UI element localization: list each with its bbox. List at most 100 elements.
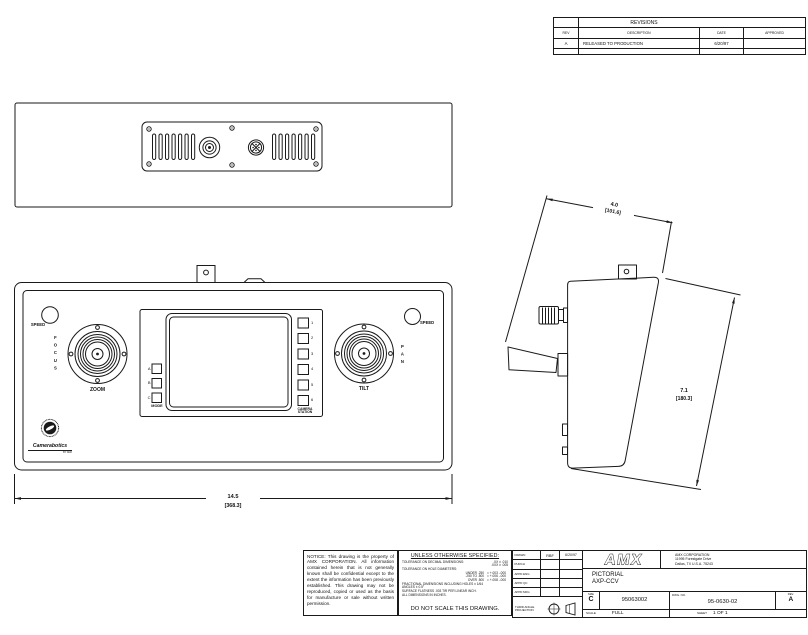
revision-date: 6/20/97 — [700, 38, 744, 48]
revisions-col-approved: APPROVED — [765, 30, 784, 35]
revisions-col-description: DESCRIPTION — [579, 28, 700, 38]
revision-approved — [744, 39, 805, 48]
revisions-empty-row — [554, 48, 805, 54]
vent-slots-right — [272, 133, 316, 160]
approval-row-appd-eng: APPD ENG — [513, 569, 582, 579]
rev-value: A — [788, 596, 794, 603]
tolerance-line: FRACTIONAL DIMENSIONS INCLUDING HOLES ± … — [402, 581, 483, 586]
dwg-number-cell: DWG. NO. 95-0630-02 — [670, 592, 776, 610]
speed-left-label: SPEED — [30, 321, 46, 327]
rear-view — [14, 102, 453, 208]
station-button-1-label: 1 — [311, 319, 314, 325]
revisions-title-row: REVISIONS — [554, 18, 805, 28]
scale-value: FULL — [611, 610, 624, 616]
drawing-title-cell: PICTORIAL AXP-CCV — [583, 569, 806, 592]
camerabotics-logo-subtext: BY AMX — [63, 450, 72, 454]
station-button-3-label: 3 — [311, 350, 314, 356]
revision-description: RELEASED TO PRODUCTION — [579, 38, 700, 48]
tolerance-line: TOLERANCE ON HOLE DIAMETERS: — [402, 566, 458, 571]
revisions-header-row: REV DESCRIPTION DATE APPROVED — [554, 28, 805, 39]
camerabotics-logo-icon — [40, 418, 60, 438]
speed-knob-left — [41, 306, 59, 324]
lcd-screen — [139, 309, 323, 417]
notice-box: NOTICE: This drawing is the property of … — [303, 550, 398, 616]
front-width-mm: [368.3] — [224, 502, 242, 509]
size-label: SIZE — [588, 593, 594, 596]
rev-label: REV. — [787, 593, 794, 596]
sheet-value: 1 OF 1 — [713, 610, 728, 616]
sheet-cell: SHEET 1 OF 1 — [670, 610, 806, 617]
front-width-dimension — [14, 474, 453, 504]
side-view — [507, 264, 660, 469]
dwg-number-label: DWG. NO. — [672, 593, 686, 597]
revisions-col-rev: REV — [554, 28, 579, 38]
dwg-number-value: 95-0630-02 — [707, 598, 738, 605]
camerabotics-logo-text: Camerabotics — [28, 443, 72, 451]
notice-text: NOTICE: This drawing is the property of … — [307, 553, 394, 607]
tolerance-line: .250 TO .500= +.006 -.000 — [465, 574, 506, 579]
company-addr1: 11995 Forestgate Drive — [675, 557, 712, 562]
din-connector — [247, 139, 265, 156]
side-height-inches: 7.1 — [680, 387, 688, 394]
mode-label: MODE — [151, 404, 163, 408]
company-addr2: Dallas, TX U.S.A. 75243 — [675, 561, 713, 566]
speed-right-label: SPEED — [420, 319, 435, 325]
rear-screws — [146, 125, 319, 168]
side-speed-knob — [538, 306, 568, 325]
side-tab — [618, 264, 637, 280]
rev-cell: REV. A — [776, 592, 806, 610]
approval-row-appd-mfg: APPD MFG — [513, 588, 582, 598]
mode-button-a-label: A — [147, 365, 151, 371]
approval-row-drawn: DRAWN RBF 6/20/97 — [513, 551, 582, 561]
tolerance-line: .XXX ± .005 — [491, 563, 508, 568]
do-not-scale-note: DO NOT SCALE THIS DRAWING. — [410, 606, 500, 612]
approvals-column: DRAWN RBF 6/20/97 PURCH APPD ENG APPD QC… — [513, 551, 583, 617]
tolerance-line: ANGLES ± 0.5° — [402, 585, 425, 590]
third-angle-projection-label: THIRD ANGLE PROJECTION — [515, 604, 535, 613]
top-bump — [243, 278, 266, 283]
projection-row: THIRD ANGLE PROJECTION — [513, 597, 582, 621]
tolerance-line: OVER .500= +.008 -.000 — [467, 577, 506, 582]
pan-tilt-joystick — [334, 323, 394, 384]
station-button-5-label: 5 — [311, 381, 314, 387]
power-connector — [198, 136, 221, 159]
pan-label: PAN — [399, 343, 405, 367]
amx-logo: AMX — [602, 551, 644, 568]
mode-button-b-label: B — [147, 380, 151, 386]
tolerance-line: UNDER .250= +.003 -.000 — [465, 570, 506, 575]
tolerance-line: ALL DIMENSIONS IN INCHES. — [402, 592, 447, 597]
revisions-col-date: DATE — [700, 28, 744, 38]
revisions-title-spacer — [554, 18, 579, 27]
zoom-focus-joystick — [67, 324, 128, 384]
vent-slots-left — [152, 133, 196, 160]
side-body — [567, 276, 660, 469]
camera-station-buttons — [297, 317, 309, 406]
revisions-title: REVISIONS — [630, 19, 658, 26]
approval-row-appd-qc: APPD QC — [513, 578, 582, 589]
revisions-table: REVISIONS REV DESCRIPTION DATE APPROVED … — [553, 17, 806, 55]
size-cell: SIZE C — [583, 592, 600, 610]
third-angle-projection-icon — [547, 602, 576, 616]
scale-label: SCALE — [586, 611, 596, 616]
drawing-title-line1: PICTORIAL — [592, 572, 624, 578]
size-value: C — [588, 595, 594, 603]
scale-cell: SCALE FULL — [583, 609, 670, 617]
speed-knob-right — [404, 308, 421, 325]
station-button-4-label: 4 — [311, 366, 314, 372]
station-button-6-label: 6 — [311, 397, 314, 403]
zoom-label: ZOOM — [90, 387, 105, 393]
mounting-tab — [196, 265, 216, 283]
sheet-label: SHEET — [697, 611, 708, 616]
side-height-mm: [180.3] — [675, 395, 693, 402]
camera-station-label: CAMERA STATION — [297, 406, 313, 415]
station-button-2-label: 2 — [311, 335, 314, 341]
side-dimensions — [505, 195, 741, 490]
tolerance-line: TOLERANCE ON DECIMAL DIMENSIONS:.XX ± .0… — [402, 559, 508, 564]
drawing-title-line2: AXP-CCV — [592, 579, 619, 586]
mode-buttons — [151, 363, 162, 403]
tolerance-title: UNLESS OTHERWISE SPECIFIED: — [410, 553, 500, 559]
amx-logo-text: AMX — [603, 551, 644, 567]
tolerance-line: SURFACE FLATNESS .003 TIR PER LINEAR INC… — [402, 588, 477, 593]
